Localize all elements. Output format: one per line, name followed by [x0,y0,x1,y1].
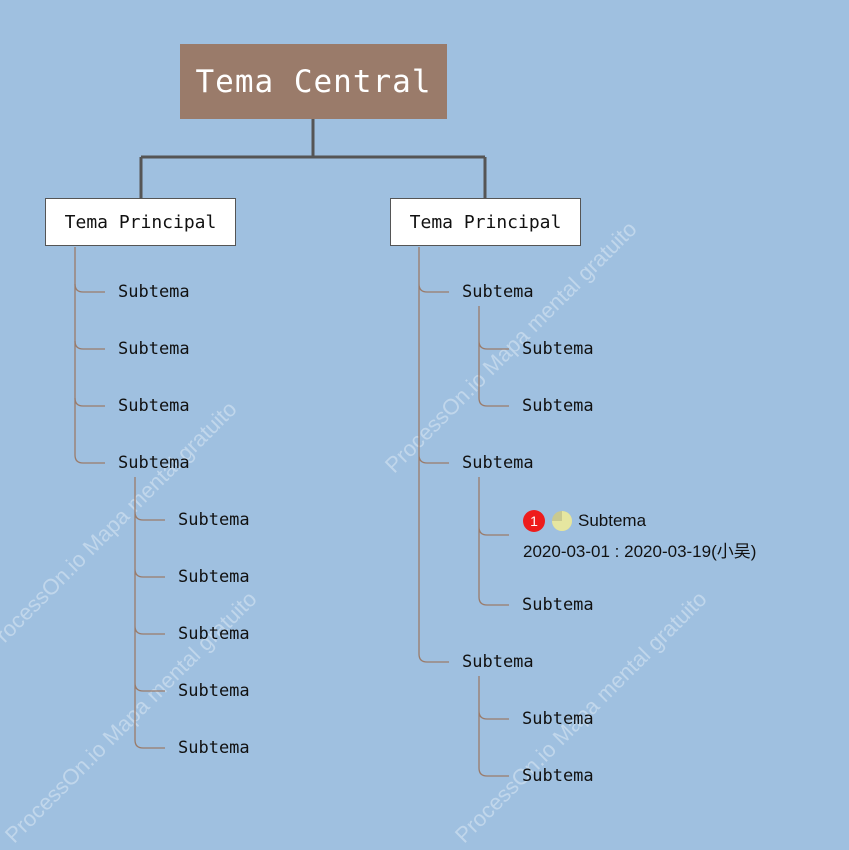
connector-right-sub2 [478,477,509,606]
connector-left-sub4 [134,477,165,749]
task-label: Subtema [578,511,647,530]
main-topic-right[interactable]: Tema Principal [390,198,581,246]
main-topic-left[interactable]: Tema Principal [45,198,236,246]
sub-subtopic[interactable]: Subtema [178,624,250,644]
connector-right-sub3 [478,676,509,777]
connector-left-trunk [74,247,105,464]
subtopic[interactable]: Subtema [462,453,534,473]
subtopic[interactable]: Subtema [118,282,190,302]
task-dates: 2020-03-01 : 2020-03-19(小吴) [523,542,757,561]
task-subtopic[interactable]: 1 Subtema 2020-03-01 : 2020-03-19(小吴) [523,509,756,562]
connector-right-sub1 [478,306,509,407]
subtopic[interactable]: Subtema [118,396,190,416]
connector-right-trunk [418,247,449,663]
sub-subtopic[interactable]: Subtema [522,766,594,786]
subtopic[interactable]: Subtema [462,282,534,302]
priority-badge-icon: 1 [523,510,545,532]
central-topic[interactable]: Tema Central [180,44,447,119]
sub-subtopic[interactable]: Subtema [522,396,594,416]
sub-subtopic[interactable]: Subtema [178,738,250,758]
subtopic[interactable]: Subtema [118,339,190,359]
subtopic[interactable]: Subtema [118,453,190,473]
sub-subtopic[interactable]: Subtema [178,567,250,587]
sub-subtopic[interactable]: Subtema [522,339,594,359]
subtopic[interactable]: Subtema [462,652,534,672]
connector-left-branch [74,283,105,407]
sub-subtopic[interactable]: Subtema [522,709,594,729]
sub-subtopic[interactable]: Subtema [178,681,250,701]
progress-icon [552,511,572,531]
sub-subtopic[interactable]: Subtema [178,510,250,530]
connector-central [139,119,487,198]
sub-subtopic[interactable]: Subtema [522,595,594,615]
